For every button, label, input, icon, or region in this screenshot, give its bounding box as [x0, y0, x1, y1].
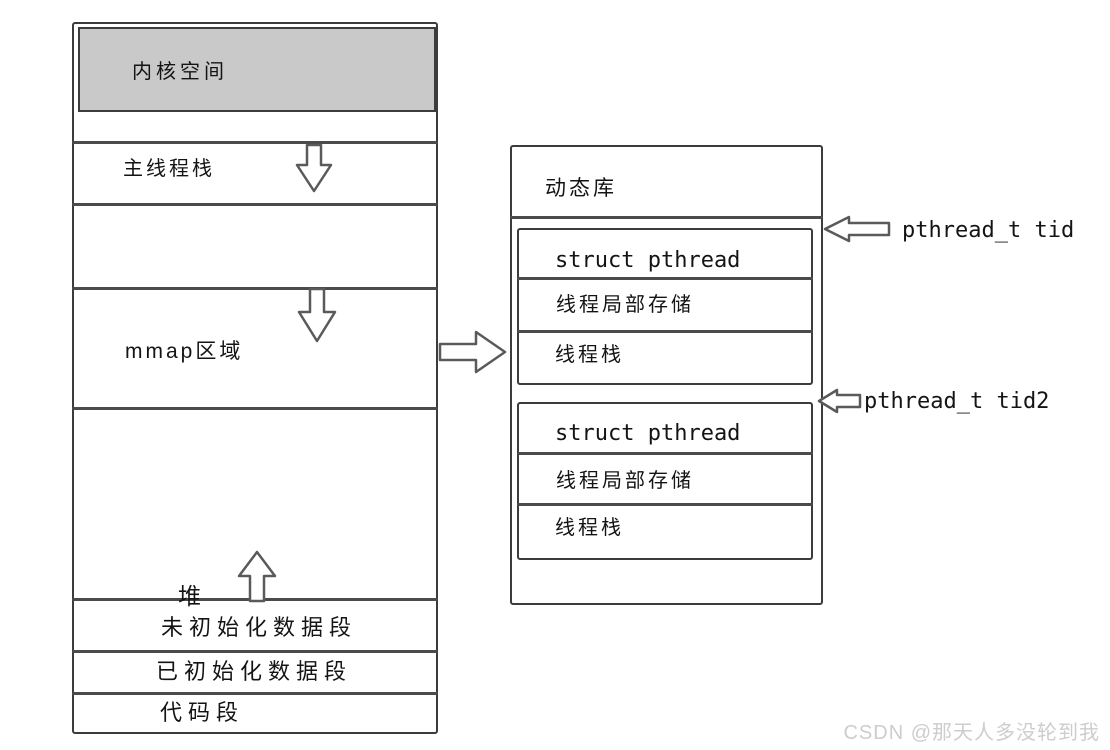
left-arrow-icon [817, 388, 862, 414]
thread2-struct-pthread-label: struct pthread [555, 421, 741, 446]
separator-line [517, 277, 813, 280]
dynamic-library-label: 动态库 [545, 177, 617, 200]
separator-line [72, 650, 438, 653]
code-segment-label: 代码段 [160, 700, 245, 725]
thread1-struct-pthread-label: struct pthread [555, 248, 741, 273]
separator-line [72, 692, 438, 695]
separator-line [517, 503, 813, 506]
process-memory-box: 内核空间 主线程栈 mmap区域 堆 未初始化数据段 已初始化数据段 代码段 [72, 22, 438, 734]
mmap-area-label: mmap区域 [125, 340, 244, 363]
main-thread-stack-label: 主线程栈 [123, 158, 215, 180]
separator-line [72, 203, 438, 206]
thread1-tls-label: 线程局部存储 [556, 294, 694, 316]
separator-line [517, 452, 813, 455]
thread2-block: struct pthread 线程局部存储 线程栈 [517, 402, 813, 560]
separator-line [510, 216, 823, 219]
up-arrow-icon [237, 550, 277, 603]
kernel-space-label: 内核空间 [132, 61, 228, 83]
dynamic-library-box: 动态库 struct pthread 线程局部存储 线程栈 struct pth… [510, 145, 823, 605]
right-arrow-icon [438, 330, 507, 374]
down-arrow-icon [297, 287, 337, 343]
left-arrow-icon [823, 215, 891, 243]
data-segment-label: 已初始化数据段 [156, 659, 353, 684]
separator-line [517, 330, 813, 333]
heap-label: 堆 [178, 583, 201, 609]
thread1-block: struct pthread 线程局部存储 线程栈 [517, 228, 813, 385]
pthread-tid2-label: pthread_t tid2 [864, 389, 1050, 414]
pthread-tid-label: pthread_t tid [902, 218, 1075, 243]
down-arrow-icon [295, 143, 333, 193]
bss-segment-label: 未初始化数据段 [161, 615, 358, 640]
separator-line [72, 287, 438, 290]
kernel-space-section: 内核空间 [78, 27, 436, 112]
separator-line [72, 407, 438, 410]
csdn-watermark: CSDN @那天人多没轮到我 [843, 722, 1100, 744]
separator-line [72, 141, 438, 144]
thread2-tls-label: 线程局部存储 [556, 470, 694, 492]
thread2-stack-label: 线程栈 [555, 517, 624, 539]
thread1-stack-label: 线程栈 [555, 344, 624, 366]
